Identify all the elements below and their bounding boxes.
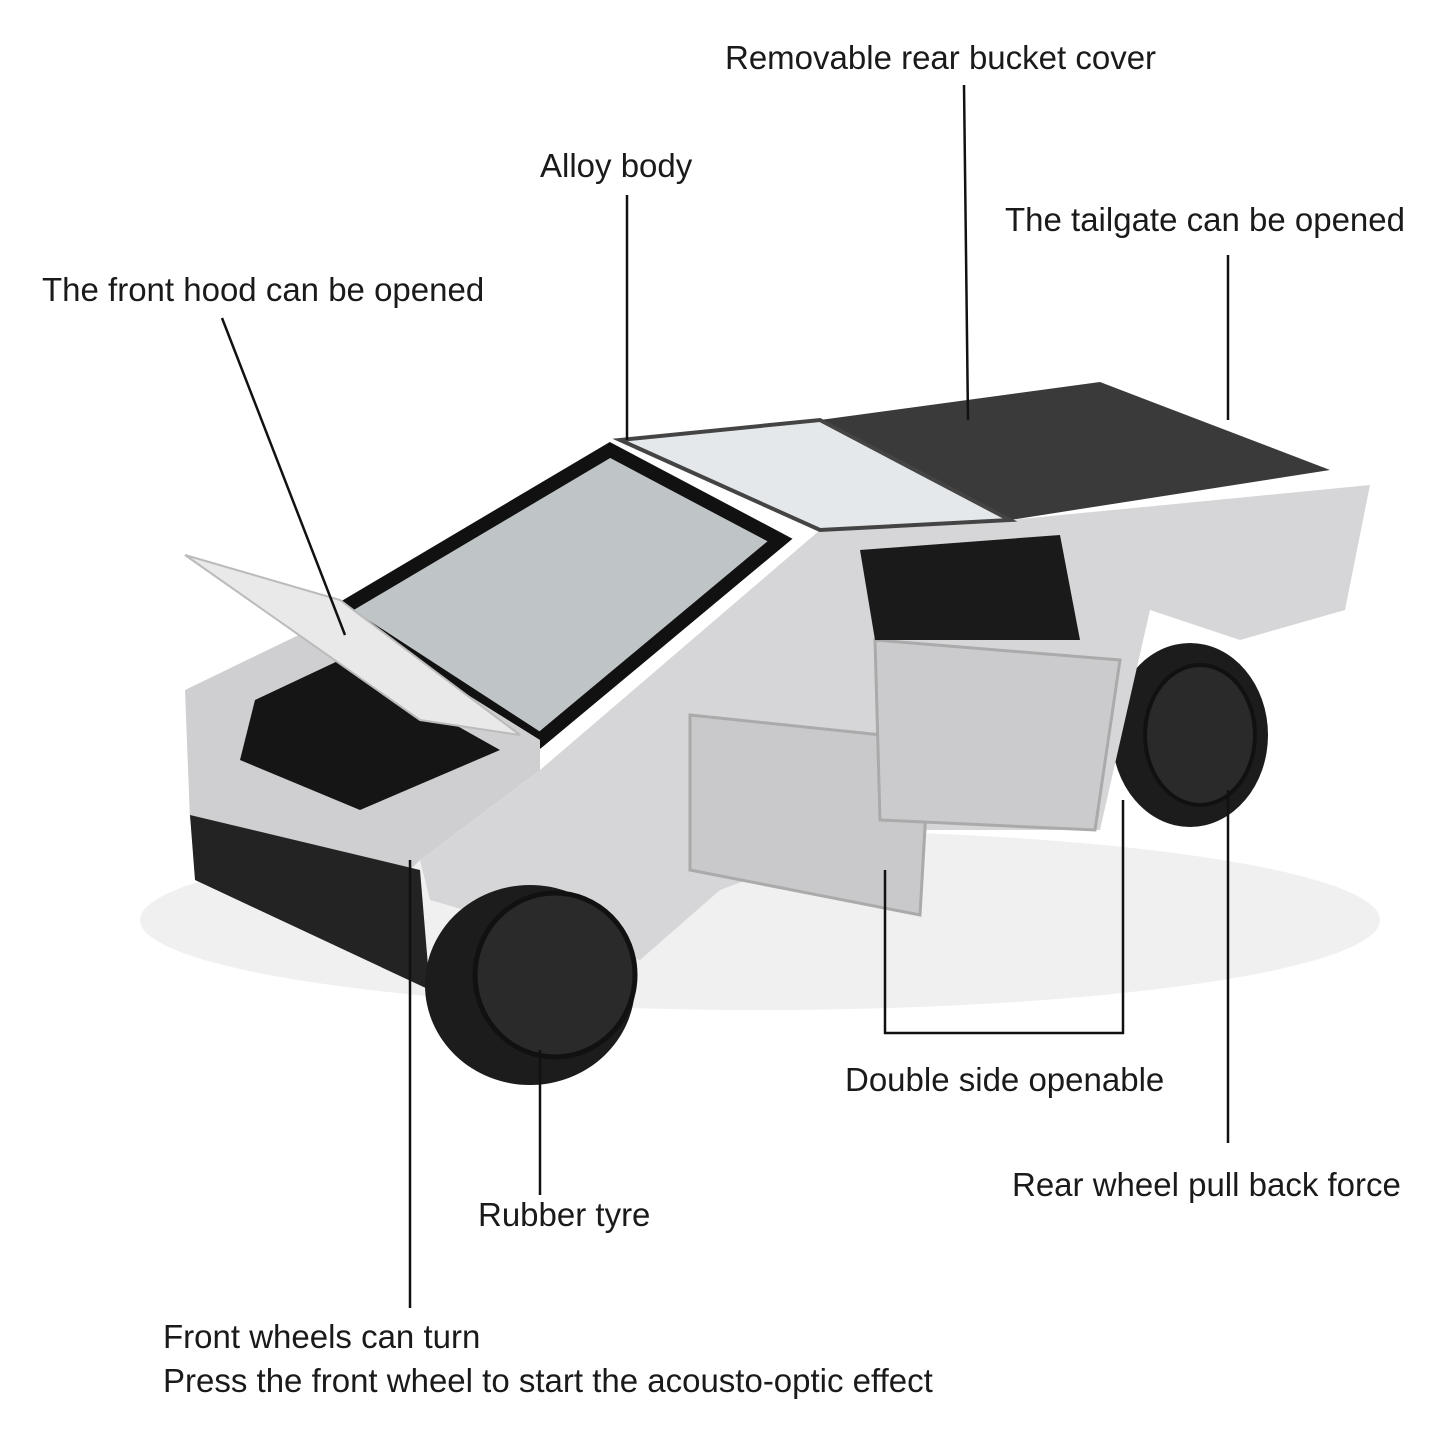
- label-rear-bucket-cover: Removable rear bucket cover: [725, 39, 1157, 76]
- label-front-wheels-2: Press the front wheel to start the acous…: [163, 1362, 933, 1399]
- leader-lines: [220, 84, 1230, 1308]
- leader-front-hood: [220, 317, 347, 636]
- leader-rear-bucket: [962, 84, 970, 421]
- label-rubber-tyre: Rubber tyre: [478, 1196, 651, 1233]
- rear-door: [873, 638, 1122, 832]
- front-trunk: [240, 660, 500, 810]
- roof-glass: [612, 417, 1018, 533]
- front-door: [688, 713, 932, 917]
- front-wheel: [425, 885, 638, 1085]
- front-hood: [184, 554, 521, 736]
- label-front-wheels-1: Front wheels can turn: [163, 1318, 481, 1355]
- label-alloy-body: Alloy body: [540, 147, 693, 184]
- label-rear-wheel: Rear wheel pull back force: [1012, 1166, 1401, 1203]
- cabin-interior: [860, 535, 1080, 640]
- label-double-side: Double side openable: [845, 1061, 1165, 1098]
- front-bumper: [190, 815, 430, 990]
- windshield: [326, 441, 793, 749]
- rear-wheel: [1112, 643, 1268, 827]
- label-tailgate: The tailgate can be opened: [1005, 201, 1405, 238]
- leader-double-side: [883, 800, 1125, 1035]
- label-front-hood: The front hood can be opened: [42, 271, 485, 308]
